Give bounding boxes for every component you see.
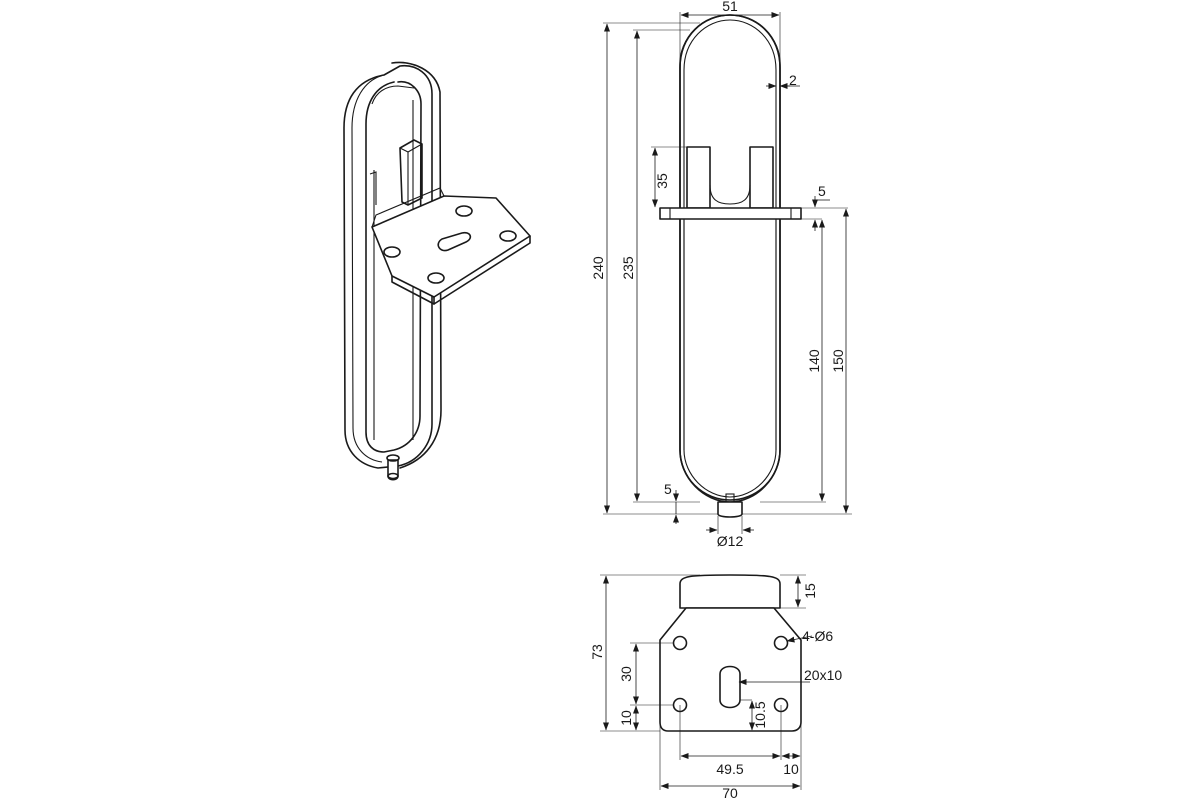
dim-slot-offset: 10.5 bbox=[752, 701, 768, 728]
hole-tr bbox=[773, 635, 789, 651]
dim-hole-edge-vertical: 10 bbox=[618, 710, 634, 726]
plan-dimensions: 73 15 4-Ø6 20x10 30 10 10.5 49.5 10 bbox=[589, 574, 842, 800]
dim-plate-thickness: 5 bbox=[818, 183, 826, 199]
dim-slot-height: 35 bbox=[654, 173, 670, 189]
dim-slot-size: 20x10 bbox=[804, 667, 842, 683]
front-dimensions: 51 2 35 5 240 235 140 150 bbox=[590, 0, 852, 549]
dim-below-plate-inner: 140 bbox=[806, 349, 822, 373]
dim-hole-spacing-horizontal: 49.5 bbox=[716, 761, 743, 777]
dim-cap-height: 15 bbox=[802, 583, 818, 599]
dim-overall-height: 240 bbox=[590, 256, 606, 280]
dim-below-plate-overall: 150 bbox=[830, 349, 846, 373]
dim-top-width: 51 bbox=[722, 0, 738, 14]
dim-inner-height: 235 bbox=[620, 256, 636, 280]
dim-hole-spacing-vertical: 30 bbox=[618, 666, 634, 682]
front-view bbox=[659, 14, 802, 518]
dim-plate-width: 70 bbox=[722, 785, 738, 800]
dim-pin-diameter: Ø12 bbox=[717, 533, 744, 549]
dim-hole-callout: 4-Ø6 bbox=[802, 628, 833, 644]
plan-view bbox=[659, 574, 802, 732]
isometric-view bbox=[343, 61, 531, 481]
dim-plate-depth: 73 bbox=[589, 644, 605, 660]
dim-bottom-offset: 5 bbox=[664, 481, 672, 497]
dim-wall-thickness: 2 bbox=[789, 72, 797, 88]
dim-hole-edge-horizontal: 10 bbox=[783, 761, 799, 777]
